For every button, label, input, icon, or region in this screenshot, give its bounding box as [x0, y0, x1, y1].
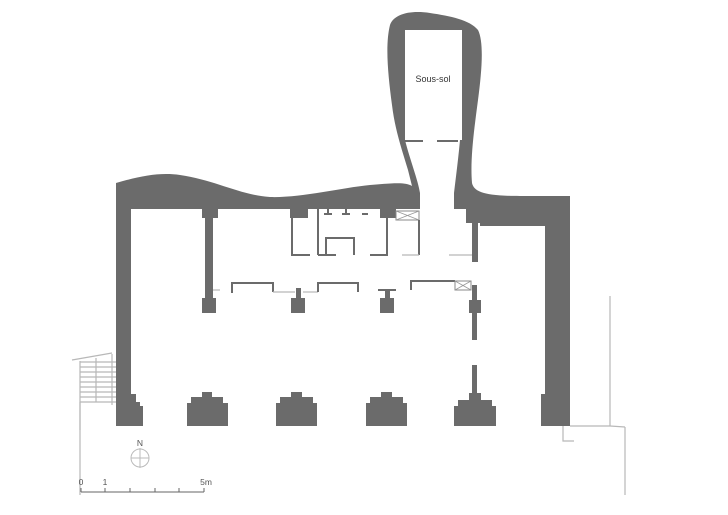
corridor-wall-right [472, 222, 478, 262]
pier-3 [366, 392, 407, 426]
pier-4 [454, 393, 496, 426]
interior-wall-right-lower [472, 365, 477, 395]
scale-label-0: 0 [79, 477, 84, 487]
pier-right [541, 400, 570, 426]
partition-mid [317, 282, 359, 292]
north-arrow: N [130, 438, 150, 468]
site-step [562, 426, 574, 442]
interior-wall-left [205, 218, 213, 298]
column-1 [202, 298, 216, 313]
column-4 [469, 300, 481, 313]
scale-label-1: 1 [103, 477, 108, 487]
scale-label-5m: 5m [200, 477, 212, 487]
corridor-pier [466, 205, 480, 223]
room-wall [370, 218, 388, 256]
column-stem [385, 290, 390, 298]
room-label-sous-sol: Sous-sol [415, 74, 450, 84]
main-outer-wall [116, 12, 570, 409]
pier-left [116, 400, 143, 426]
partition-right [410, 280, 455, 290]
sous-sol-room [405, 30, 462, 140]
site-line [609, 425, 626, 428]
column-2 [291, 298, 305, 313]
exterior-stair [71, 352, 116, 495]
pier-2 [276, 392, 317, 426]
wc-room [325, 237, 355, 255]
column-stem [296, 288, 301, 298]
pier-1 [187, 392, 228, 426]
scale-bar: 0 1 5m [79, 477, 212, 493]
room-wall [291, 218, 310, 256]
partition-mid [231, 282, 274, 293]
column-3 [380, 298, 394, 313]
north-label: N [137, 438, 143, 448]
